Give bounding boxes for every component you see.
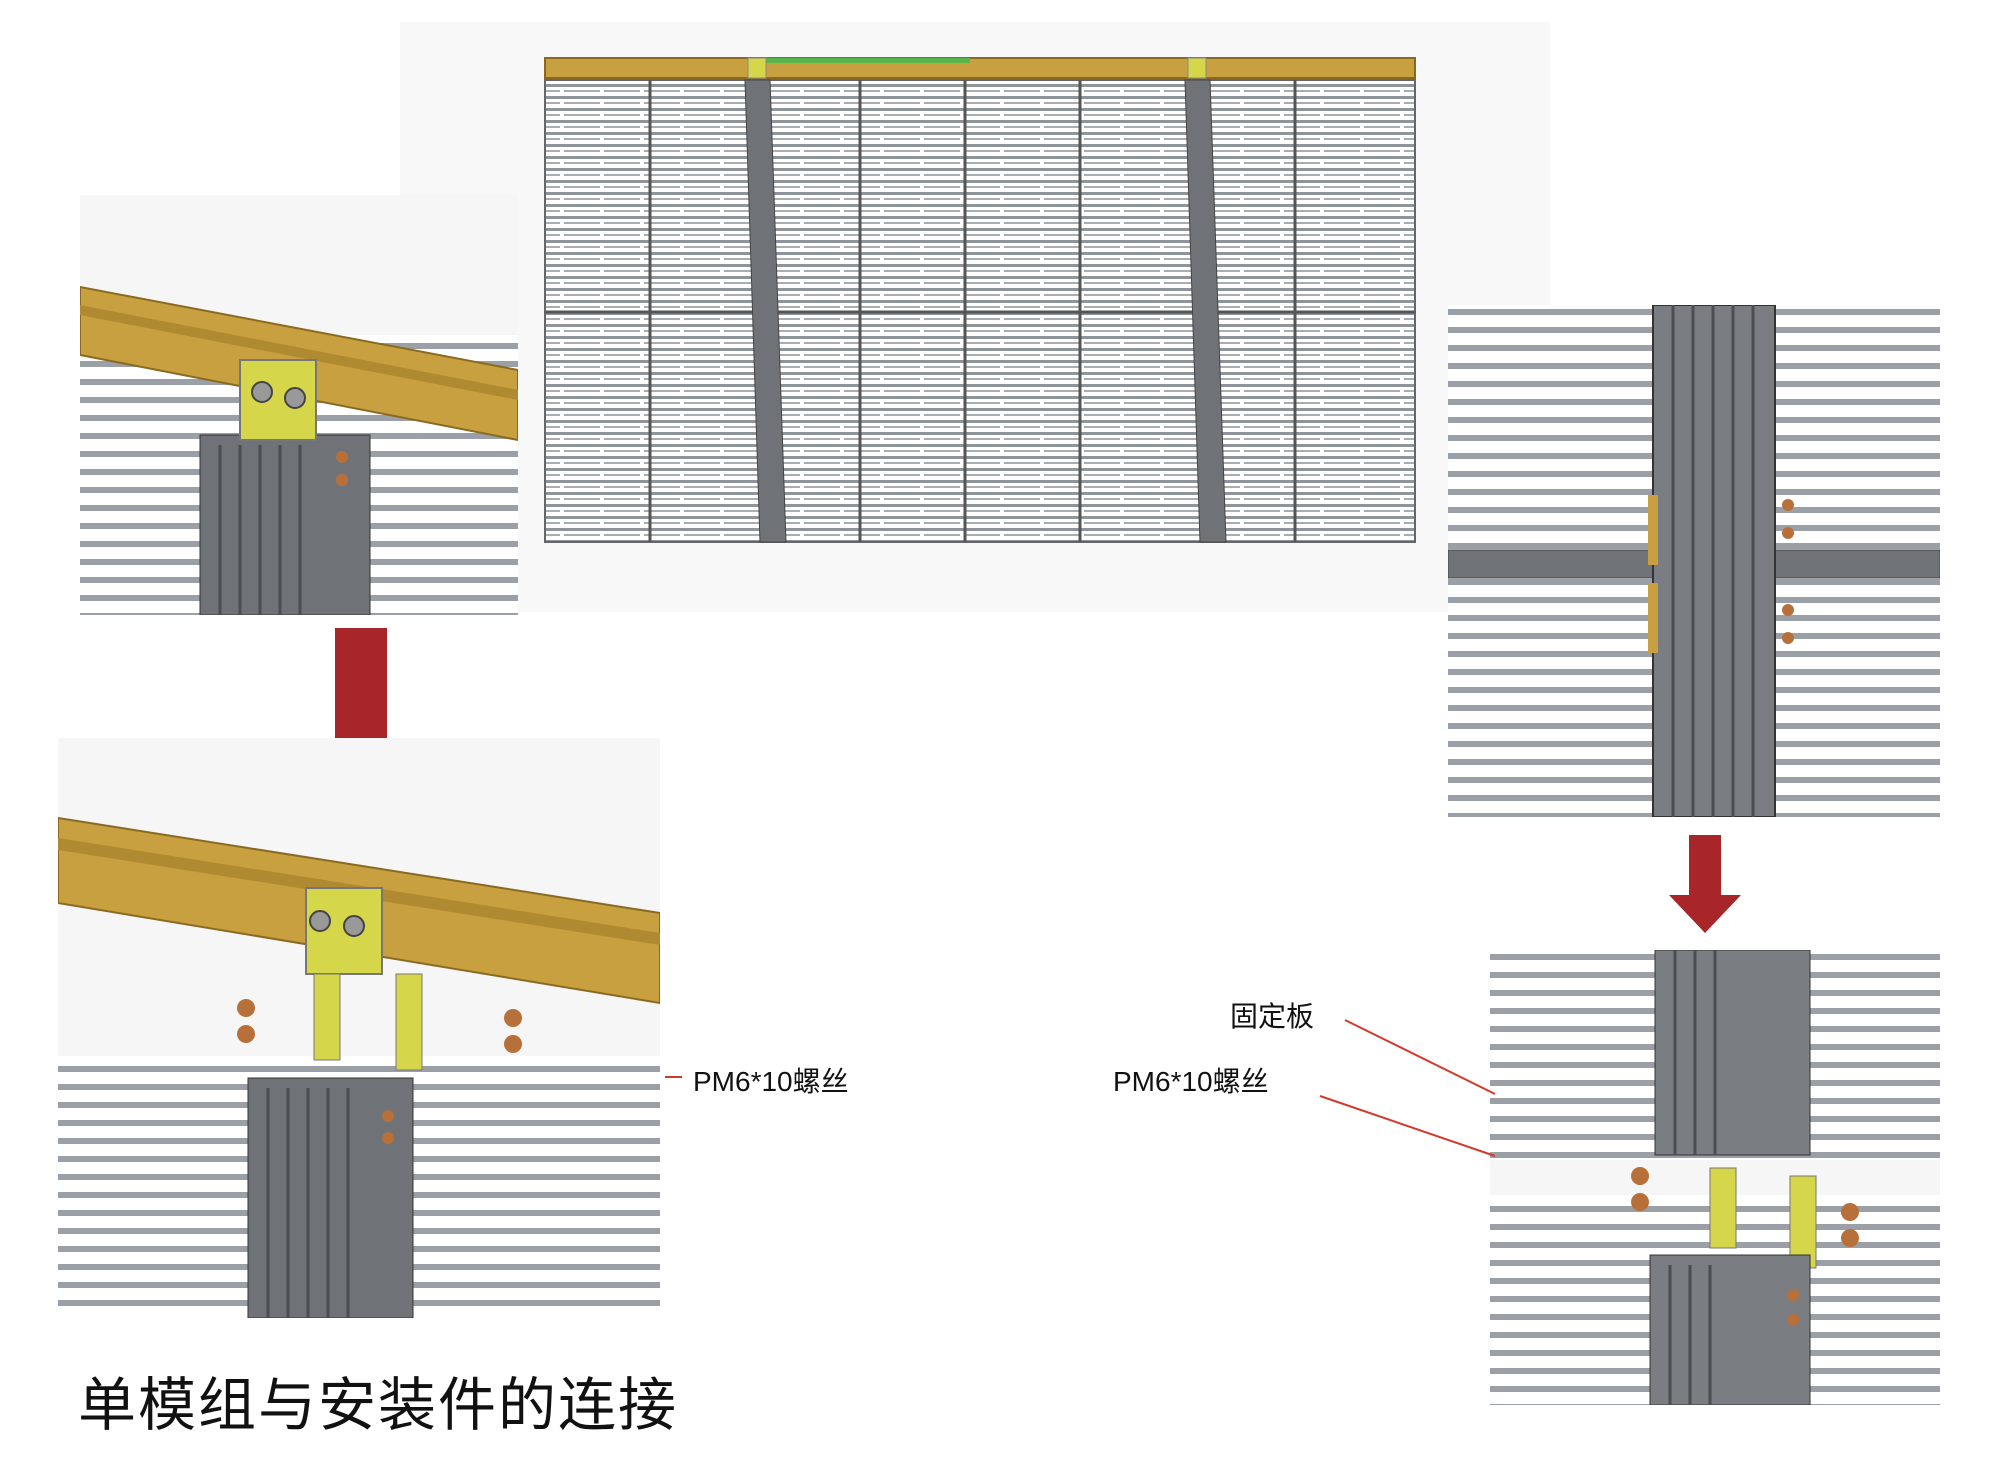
column-exploded-drawing — [1490, 950, 1940, 1405]
overview-panel — [400, 22, 1550, 612]
fixing-plate — [1709, 1167, 1737, 1249]
screw — [382, 1110, 394, 1122]
fixing-plate-label: 固定板 — [1230, 1000, 1315, 1033]
screw — [1841, 1229, 1859, 1247]
post — [1649, 1254, 1811, 1405]
down-arrow-icon — [335, 628, 387, 738]
bolt — [343, 915, 365, 937]
top-bracket — [747, 57, 767, 79]
screw — [237, 999, 255, 1017]
screw — [1787, 1289, 1799, 1301]
down-arrow-icon — [1669, 835, 1741, 933]
fixing-plate — [1789, 1175, 1817, 1269]
callout-line-fixing-plate — [1344, 1019, 1496, 1095]
screw — [1841, 1203, 1859, 1221]
screw — [504, 1009, 522, 1027]
screw — [1787, 1314, 1799, 1326]
top-bracket — [1187, 57, 1207, 79]
bolt — [284, 387, 306, 409]
screw — [1782, 499, 1794, 511]
bolt — [251, 381, 273, 403]
top-beam — [544, 57, 1416, 79]
fixing-plate — [1648, 495, 1658, 565]
column-joint-drawing — [1448, 305, 1940, 817]
vertical-post — [744, 79, 787, 543]
screw — [504, 1035, 522, 1053]
exploded-beam-drawing — [58, 816, 660, 1318]
fixing-plate — [1648, 583, 1658, 653]
screw — [336, 451, 348, 463]
screw-label-left: PM6*10螺丝 — [693, 1066, 849, 1097]
diagram-caption: 单模组与安装件的连接 — [78, 1371, 679, 1439]
screw — [237, 1025, 255, 1043]
screw — [382, 1132, 394, 1144]
screw — [1631, 1167, 1649, 1185]
vertical-post — [1184, 79, 1227, 543]
bracket-exploded-bottom-left — [58, 738, 660, 1318]
bracket-detail-top-left — [80, 195, 518, 615]
screw — [1782, 604, 1794, 616]
bolt — [309, 910, 331, 932]
callout-line-screw-right — [1319, 1095, 1496, 1157]
bracket-tab — [313, 973, 341, 1061]
beam-bracket-drawing — [80, 285, 518, 615]
screw — [336, 474, 348, 486]
screw — [1782, 527, 1794, 539]
post — [199, 434, 371, 615]
bracket-tab — [395, 973, 423, 1071]
column-joint-top-right — [1448, 305, 1940, 817]
screw — [1631, 1193, 1649, 1211]
screen-overview-drawing — [544, 57, 1416, 543]
post — [1654, 950, 1811, 1156]
column-exploded-bottom-right — [1490, 950, 1940, 1405]
screw — [1782, 632, 1794, 644]
screw-label-right: PM6*10螺丝 — [1113, 1066, 1269, 1097]
